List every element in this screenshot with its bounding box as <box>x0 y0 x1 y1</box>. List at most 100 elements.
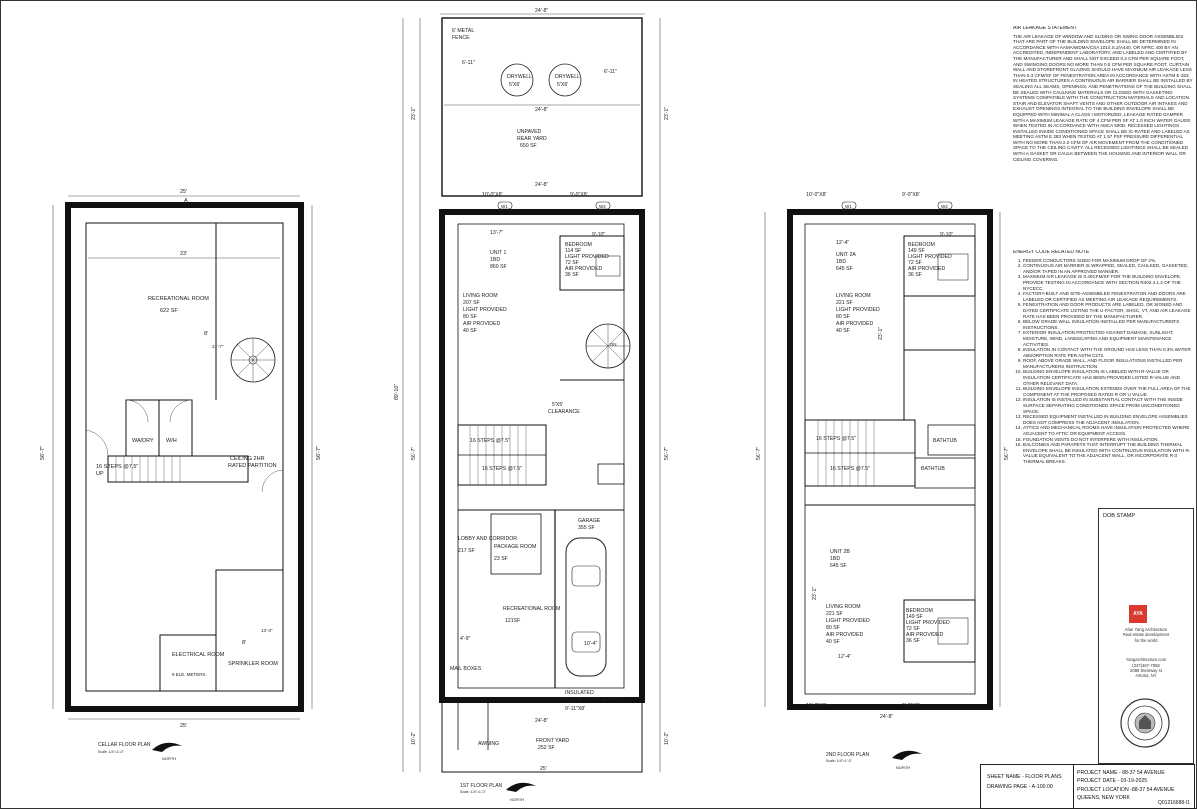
first-bedroom-air: AIR PROVIDED <box>565 266 602 272</box>
sheet-name: SHEET NAME - FLOOR PLANS <box>987 774 1062 780</box>
second-living-b-light: LIGHT PROVIDED <box>826 618 870 624</box>
second-plan-title: 2ND FLOOR PLAN <box>826 752 869 758</box>
cellar-dim-top: 25' <box>180 189 187 195</box>
north-arrow-icon <box>506 782 536 792</box>
first-dim-13-7: 13'-7" <box>490 230 503 236</box>
second-living-a-light-val: 80 SF <box>836 314 850 320</box>
first-unit-type: 1BD <box>490 257 500 263</box>
first-bedroom-area: 114 SF <box>565 248 581 254</box>
drawing-page: DRAWING PAGE - A-100.00 <box>987 784 1053 790</box>
second-plan-scale: Scale: 1/4"=1'-0" <box>826 759 853 763</box>
first-clearance-1: 5'X5' <box>552 402 563 408</box>
second-dim-12-4-b: 12'-4" <box>838 654 851 660</box>
energy-note: BUILDING ENVELOPE INSULATION IS LABELED … <box>1023 369 1195 386</box>
first-dim-10-4: 10'-4" <box>584 641 597 647</box>
second-dim-right: 56'-7" <box>1004 447 1010 460</box>
first-garage: GARAGE <box>578 518 601 524</box>
first-bedroom: BEDROOM <box>565 242 592 248</box>
first-dim-right-top: 23'-1" <box>664 107 670 120</box>
second-living-a: LIVING ROOM <box>836 293 871 299</box>
first-dim-left-main: 56'-7" <box>411 447 417 460</box>
firm-info: Afan Yang Architecture Real estate devel… <box>1103 627 1189 679</box>
cellar-plan-scale: Scale: 1/4"=1'-0" <box>98 750 125 754</box>
energy-note: FOUNDATION VENTS DO NOT INTERFERE WITH I… <box>1023 437 1195 443</box>
second-unit-b-type: 1BD <box>830 556 840 562</box>
title-block-sheet-info: SHEET NAME - FLOOR PLANS DRAWING PAGE - … <box>987 772 1073 792</box>
cellar-sprinkler-room: SPRINKLER ROOM <box>228 661 278 667</box>
project-city: QUEENS, NEW YORK <box>1077 794 1130 801</box>
energy-note: FACTORY-BUILT AND SITE-ASSEMBLED FENESTR… <box>1023 291 1195 302</box>
car-icon <box>565 537 607 677</box>
first-w1: W1 <box>501 204 508 209</box>
cellar-dim-left: 56'-7" <box>40 446 46 460</box>
first-dim-24-8-low: 24'-8" <box>535 182 548 188</box>
cellar-dim-stair-small-label: 8' <box>242 640 246 646</box>
firm-tagline-2: for the world <box>1134 637 1158 643</box>
energy-note: EXTERIOR INSULATION PROTECTED AGAINST DA… <box>1023 330 1195 347</box>
second-bedroom-b-light: LIGHT PROVIDED <box>906 620 950 626</box>
second-living-b-light-val: 80 SF <box>826 625 840 631</box>
second-bedroom-b: BEDROOM <box>906 608 933 614</box>
cellar-wh: W/H <box>166 438 177 444</box>
first-drywell-size-2: 5'X6' <box>557 82 568 88</box>
second-north: NORTH <box>896 765 910 770</box>
energy-note: CONTINUOUS AIR BARRIER IS WRAPPED, SEALE… <box>1023 263 1195 274</box>
first-floor-plan: 24'-8" 6' METAL FENCE DRYWELL 5'X6' DRYW… <box>394 8 670 802</box>
cellar-plan-title: CELLAR FLOOR PLAN <box>98 742 151 748</box>
first-mailboxes: MAIL BOXES <box>450 666 482 672</box>
cellar-section-mark: A <box>184 198 188 204</box>
second-living-b-air: AIR PROVIDED <box>826 632 863 638</box>
first-garage-door-dim: 9'-11"X8' <box>565 706 585 712</box>
second-win-4: 9'-0"X8' <box>902 703 920 709</box>
first-front-yard-area: 252 SF <box>538 745 555 751</box>
first-fence-2: FENCE <box>452 35 470 41</box>
firm-address-1: 2089 Steinway st <box>1130 668 1162 674</box>
first-dim-6-11a: 6'-11" <box>462 60 475 66</box>
second-dim-mid-b: 23'-1" <box>812 587 818 600</box>
second-bedroom-a: BEDROOM <box>908 242 935 248</box>
first-dim-24-8-bottom: 24'-8" <box>535 718 548 724</box>
project-date: PROJECT DATE - 03-19-2025 <box>1077 778 1148 785</box>
title-block-project-info: PROJECT NAME - 88-37 54 AVENUE PROJECT D… <box>1077 769 1192 802</box>
second-living-a-air: AIR PROVIDED <box>836 321 873 327</box>
first-win-2: 9'-0"X8' <box>570 192 588 198</box>
energy-note: BUILDING ENVELOPE INSULATION EXTENDS OVE… <box>1023 386 1195 397</box>
second-dim-24-8: 24'-8" <box>880 714 893 720</box>
title-block: SHEET NAME - FLOOR PLANS DRAWING PAGE - … <box>980 764 1195 809</box>
cellar-stairs-dir: UP <box>96 471 104 477</box>
first-rear-yard-1: UNPAVED <box>517 129 542 135</box>
first-living-air: AIR PROVIDED <box>463 321 500 327</box>
first-rear-yard-2: REAR YARD <box>517 136 547 142</box>
first-unit-name: UNIT 1 <box>490 250 506 256</box>
first-rear-yard-area: 650 SF <box>520 143 537 149</box>
second-win-3: 10'-0"X8' <box>806 703 827 709</box>
energy-note: FENESTRATION AND DOOR PRODUCTS ARE LABEL… <box>1023 302 1195 319</box>
second-unit-b-area: 645 SF <box>830 563 847 569</box>
firm-email: Yangarchitecture.com <box>1125 657 1167 663</box>
first-w2: W2 <box>599 204 606 209</box>
cellar-elec-meters: 9 ELE. METERS <box>172 672 206 677</box>
first-stairs-a: 16 STEPS @7.5" <box>470 438 510 444</box>
second-living-a-light: LIGHT PROVIDED <box>836 307 880 313</box>
second-living-a-area: 221 SF <box>836 300 853 306</box>
document-number: Q01216688-I1 <box>1158 800 1190 806</box>
energy-code-notes: ENERGY CODE RELATED NOTE FEEDER CONDUCTO… <box>1013 250 1195 490</box>
second-unit-a-name: UNIT 2A <box>836 252 856 258</box>
first-drywell-size-1: 5'X6' <box>509 82 520 88</box>
first-dim-4-9: 4'-9" <box>460 636 470 642</box>
second-win-2: 9'-0"X8' <box>902 192 920 198</box>
dob-stamp-label: DOB STAMP <box>1103 513 1135 519</box>
second-dim-9-10: 9'-10" <box>940 232 953 238</box>
energy-note: BELOW GRADE WALL INSULATION INSTALLED PE… <box>1023 319 1195 330</box>
first-unit-area: 860 SF <box>490 264 507 270</box>
cellar-ceiling-note-2: RATED PARTITION <box>228 463 277 469</box>
second-unit-b-name: UNIT 2B <box>830 549 850 555</box>
second-living-a-air-val: 40 SF <box>836 328 850 334</box>
second-bedroom-a-area: 149 SF <box>908 248 925 254</box>
second-living-b: LIVING ROOM <box>826 604 861 610</box>
cellar-dim-bottom: 25' <box>180 723 187 729</box>
first-clearance-2: CLEARANCE <box>548 409 580 415</box>
first-living: LIVING ROOM <box>463 293 498 299</box>
cellar-dim-right: 56'-7" <box>316 446 322 460</box>
second-bedroom-b-air: AIR PROVIDED <box>906 632 943 638</box>
